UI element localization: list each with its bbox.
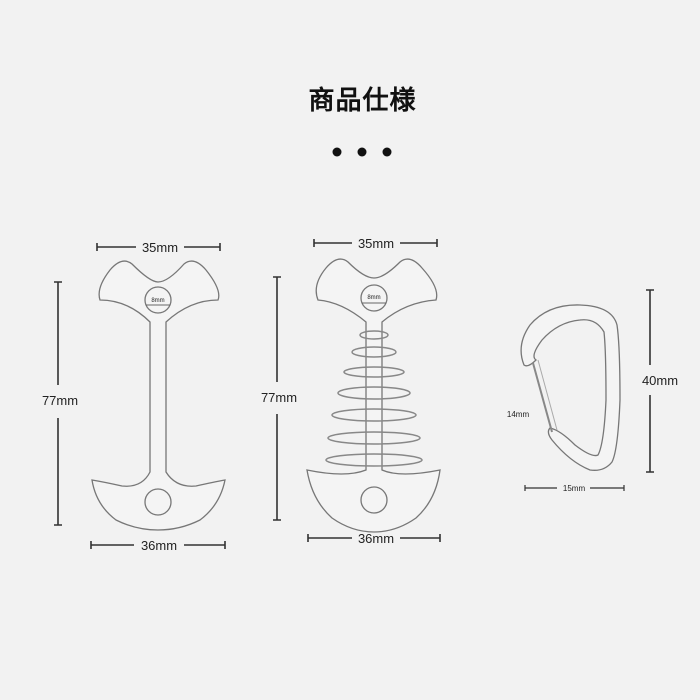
hole-label: 8mm (151, 298, 164, 304)
top-width-label: 35mm (142, 240, 178, 255)
carabiner: 40mm 14mm 15mm (507, 289, 678, 493)
height-label: 40mm (642, 373, 678, 388)
tent-stake-spring: 8mm 35mm 77mm 36mm (261, 236, 441, 546)
width-label: 15mm (563, 484, 586, 493)
hole-label: 8mm (367, 295, 380, 301)
height-label: 77mm (261, 390, 297, 405)
bottom-width-label: 36mm (358, 531, 394, 546)
gate-label: 14mm (507, 410, 530, 419)
top-width-label: 35mm (358, 236, 394, 251)
spring-coil (325, 330, 423, 467)
bottom-width-label: 36mm (141, 538, 177, 553)
page-title: 商品仕様 (308, 86, 417, 116)
height-label: 77mm (42, 393, 78, 408)
dots (332, 147, 392, 157)
tent-stake-plain: 8mm 35mm 77mm 36mm (42, 240, 226, 553)
